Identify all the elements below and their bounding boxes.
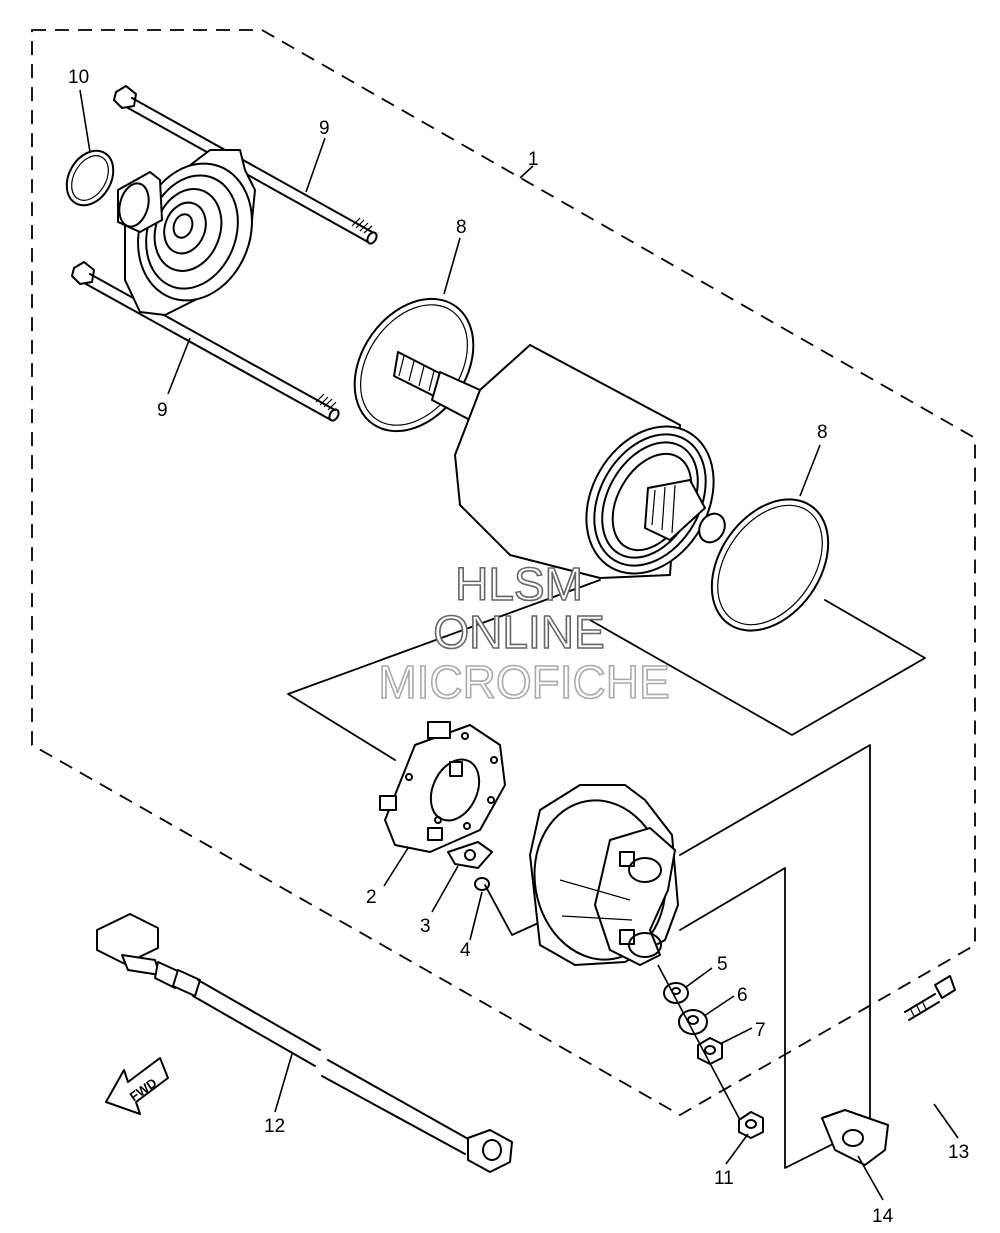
bracket-part-14	[821, 1109, 889, 1166]
o-ring-part-10	[65, 149, 115, 207]
assembly-boundary	[31, 29, 976, 1117]
leader-9a	[305, 137, 326, 193]
nut-part-7	[697, 1037, 723, 1065]
leader-7	[719, 1027, 753, 1045]
callout-12: 12	[264, 1116, 285, 1137]
fwd-direction-arrow: FWD	[105, 1057, 169, 1115]
leader-5	[685, 967, 713, 988]
callout-2: 2	[366, 887, 377, 908]
callout-11: 11	[714, 1168, 734, 1189]
assembly-link-outline	[287, 579, 926, 761]
callout-8-lower: 8	[817, 422, 828, 443]
callout-7: 7	[755, 1020, 766, 1041]
lead-wire-part-12	[96, 913, 513, 1173]
leader-9b	[167, 337, 191, 395]
leader-4	[469, 891, 483, 941]
callout-10: 10	[68, 67, 89, 88]
leader-8b	[799, 444, 821, 497]
brush-part-3	[447, 841, 493, 869]
callout-1: 1	[528, 149, 539, 170]
front-cover-bracket	[117, 149, 256, 316]
bolt-part-13	[904, 975, 956, 1021]
washer-part-6	[678, 1009, 708, 1035]
leader-14	[857, 1155, 884, 1201]
leader-2	[383, 847, 409, 887]
callout-4: 4	[460, 940, 471, 961]
callout-14: 14	[872, 1206, 894, 1227]
through-bolt-part-9-lower	[71, 261, 340, 422]
callout-8-upper: 8	[456, 217, 467, 238]
leader-11	[725, 1133, 749, 1165]
nut-part-11	[738, 1111, 764, 1139]
callout-9-lower: 9	[157, 400, 168, 421]
terminal-link-outline	[679, 744, 871, 1169]
brush-holder-plate-part-2	[379, 721, 506, 853]
o-ring-part-8-lower	[710, 498, 830, 632]
leader-8a	[443, 237, 461, 295]
rear-cover	[529, 784, 679, 966]
watermark-line-2: ONLINE	[433, 606, 604, 658]
leader-1	[519, 165, 534, 179]
leader-3	[431, 865, 459, 913]
callout-3: 3	[420, 916, 431, 937]
o-ring-part-4	[474, 877, 490, 891]
leader-6	[703, 995, 735, 1017]
watermark-line-3: MICROFICHE	[378, 656, 669, 708]
motor-yoke-armature	[393, 344, 726, 579]
leader-12	[274, 1053, 293, 1113]
leader-13	[933, 1103, 959, 1139]
callout-6: 6	[737, 985, 748, 1006]
washer-link-line	[484, 884, 546, 936]
callout-13: 13	[948, 1142, 969, 1163]
watermark-line-1: HLSM	[455, 558, 583, 610]
terminal-axis-line	[657, 964, 741, 1121]
leader-10	[79, 89, 91, 153]
callout-5: 5	[717, 954, 728, 975]
callout-9-upper: 9	[319, 118, 330, 139]
